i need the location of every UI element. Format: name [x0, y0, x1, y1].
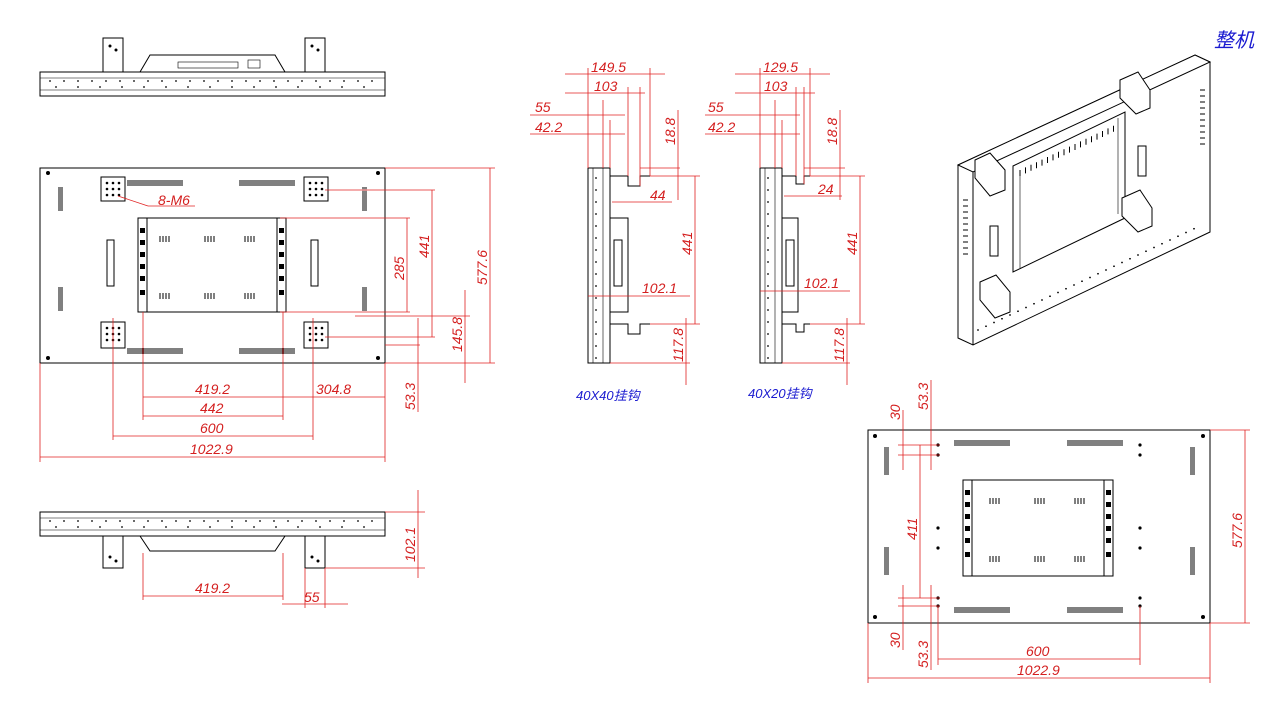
top-view-dimensions: 419.2 55 102.1: [142, 490, 425, 608]
dim-top-bracket-55: 55: [304, 589, 320, 605]
dim-front-height-145: 145.8: [449, 317, 465, 352]
dim-front-total-width: 1022.9: [190, 441, 233, 457]
dim-front-total-height: 577.6: [474, 250, 490, 285]
dim-hook2-w1: 129.5: [763, 59, 798, 75]
dim-hook1-v3: 117.8: [670, 328, 686, 362]
dim-hook2-h1: 24: [817, 181, 834, 197]
dim-front-offset-304: 304.8: [316, 381, 351, 397]
dim-front-width-419: 419.2: [195, 381, 230, 397]
dim-hook1-v1: 18.8: [662, 118, 678, 145]
dim-hook1-w3: 55: [535, 99, 551, 115]
hook2-caption: 40X20挂钩: [748, 386, 814, 401]
top-edge-view: [39, 511, 386, 569]
dim-hook2-v1: 18.8: [824, 118, 840, 145]
dim-hook1-v2: 441: [679, 232, 695, 255]
hook1-caption: 40X40挂钩: [576, 388, 642, 403]
dim-hook1-w4: 42.2: [535, 119, 562, 135]
dim-rear-total-height: 577.6: [1229, 513, 1245, 548]
dim-rear-height-411: 411: [904, 518, 920, 540]
dim-rear-width-600: 600: [1026, 643, 1050, 659]
side-view-40x40-dimensions: 149.5 103 55 42.2 18.8 44 441 102.1 117.…: [530, 59, 700, 403]
dim-hook1-w1: 149.5: [591, 59, 626, 75]
dim-top-width-419: 419.2: [195, 580, 230, 596]
dim-rear-top-53: 53.3: [915, 383, 931, 410]
side-view-40x40: [587, 167, 650, 364]
dim-hook2-w2: 103: [764, 78, 788, 94]
screw-spec-label: 8-M6: [158, 192, 190, 208]
dim-hook1-h2: 102.1: [642, 280, 677, 296]
rear-view: [867, 429, 1211, 624]
front-view-dimensions: 419.2 304.8 442 600 1022.9 285 441 577.6…: [39, 167, 495, 462]
drawing-title: 整机: [1214, 30, 1255, 52]
side-view-40x20: [759, 167, 810, 364]
dim-rear-top-30: 30: [887, 404, 903, 420]
front-view: [39, 167, 386, 364]
dim-front-height-441: 441: [416, 235, 432, 258]
dim-rear-bottom-30: 30: [887, 632, 903, 648]
dim-hook2-w3: 55: [708, 99, 724, 115]
bottom-edge-view: [39, 37, 386, 97]
dim-hook2-w4: 42.2: [708, 119, 735, 135]
dim-hook2-v3: 117.8: [831, 328, 847, 362]
dim-rear-total-width: 1022.9: [1017, 662, 1060, 678]
isometric-view: [956, 54, 1212, 346]
dim-hook1-w2: 103: [594, 78, 618, 94]
dim-front-height-285: 285: [391, 256, 407, 281]
dim-front-height-53: 53.3: [402, 383, 418, 410]
dim-hook2-h2: 102.1: [804, 275, 839, 291]
dim-hook2-v2: 441: [844, 232, 860, 255]
dim-hook1-h1: 44: [650, 187, 666, 203]
rear-view-dimensions: 30 53.3 411 30 53.3 577.6 600 1022.9: [867, 380, 1250, 683]
dim-front-width-442: 442: [200, 400, 224, 416]
dim-rear-bottom-53: 53.3: [915, 641, 931, 668]
dim-front-width-600: 600: [200, 420, 224, 436]
dim-top-depth-102: 102.1: [402, 527, 418, 562]
side-view-40x20-dimensions: 129.5 103 55 42.2 18.8 24 441 102.1 117.…: [705, 59, 865, 401]
